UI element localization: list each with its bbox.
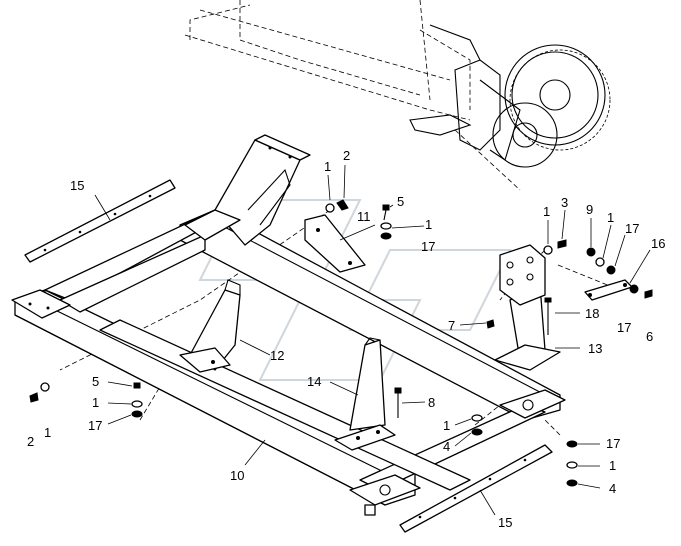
callout-9: 9: [586, 202, 593, 217]
callout-13: 13: [588, 341, 602, 356]
fasteners: [29, 199, 653, 487]
upright-13: [494, 244, 561, 371]
callout-1-middle: 1: [443, 418, 450, 433]
callout-1-right-top: 1: [543, 204, 550, 219]
strip-15-top: [24, 179, 176, 263]
callout-6: 6: [646, 329, 653, 344]
callout-labels: 15 1 2 5 11 1 17 1 3 9 1 17 16 18 17 6 7…: [27, 148, 665, 530]
background-machine: [184, 0, 611, 191]
main-frame-10: [11, 209, 566, 516]
callout-1-left: 1: [92, 395, 99, 410]
callout-1-far-left: 1: [44, 425, 51, 440]
callout-5-left: 5: [92, 374, 99, 389]
callout-1-bottom-right: 1: [609, 458, 616, 473]
callout-15-top: 15: [70, 178, 84, 193]
callout-5-top: 5: [397, 194, 404, 209]
callout-1-top-left: 1: [324, 159, 331, 174]
callout-12: 12: [270, 348, 284, 363]
callout-15-bottom: 15: [498, 515, 512, 530]
callout-1-right: 1: [607, 210, 614, 225]
bracket-12: [179, 279, 241, 373]
callout-16: 16: [651, 236, 665, 251]
link-16: [584, 279, 633, 301]
callout-7: 7: [448, 318, 455, 333]
callout-17-top: 17: [421, 239, 435, 254]
callout-17-right-top: 17: [625, 221, 639, 236]
bracket-14: [334, 337, 396, 451]
callout-11: 11: [357, 209, 371, 224]
callout-leaders: [94, 164, 651, 516]
callout-3: 3: [561, 195, 568, 210]
callout-4-bottom-right: 4: [609, 481, 616, 496]
callout-8: 8: [428, 395, 435, 410]
callout-2-left: 2: [27, 434, 34, 449]
callout-17-bottom-right: 17: [606, 436, 620, 451]
callout-17-right: 17: [617, 320, 631, 335]
callout-17-left: 17: [88, 418, 102, 433]
callout-18: 18: [585, 306, 599, 321]
callout-4-middle: 4: [443, 439, 450, 454]
callout-14: 14: [307, 374, 321, 389]
strip-15-bottom: [399, 444, 553, 533]
callout-10: 10: [230, 468, 244, 483]
callout-1-top: 1: [425, 217, 432, 232]
inclined-bracket: [184, 134, 311, 246]
bracket-11: [304, 214, 366, 273]
callout-2-top: 2: [343, 148, 350, 163]
